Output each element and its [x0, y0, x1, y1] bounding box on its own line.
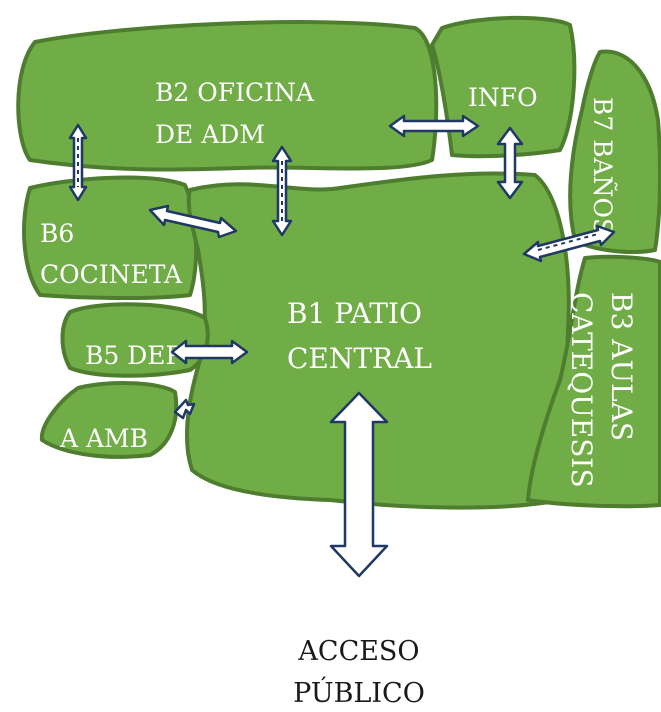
arrow-b2-b6	[68, 123, 88, 202]
arrow-b2-b1	[271, 145, 293, 237]
block-b7-banos	[568, 49, 661, 254]
b6-label-line1: B6	[40, 219, 74, 248]
b3-label-line1: B3 AULAS	[605, 292, 638, 441]
access-label-line1: ACCESO	[297, 636, 419, 667]
info-label: INFO	[468, 83, 538, 112]
access-label-line2: PÚBLICO	[293, 675, 425, 709]
arrow-access-b1	[329, 391, 389, 578]
b1-label-line1: B1 PATIO	[287, 297, 422, 330]
b2-label-line2: DE ADM	[155, 120, 265, 149]
b2-label-line1: B2 OFICINA	[155, 78, 315, 107]
arrow-b6-b1	[148, 204, 238, 239]
b1-label-line2: CENTRAL	[287, 342, 432, 375]
block-b1-patio-central	[184, 171, 571, 510]
block-b3-aulas-catequesis	[526, 254, 661, 509]
b7-label: B7 BAÑOS	[588, 97, 618, 235]
block-b4-amb	[39, 381, 179, 459]
block-b6-cocineta	[22, 175, 199, 301]
block-b2-oficina-adm	[16, 20, 439, 172]
arrow-b4-b1	[173, 398, 196, 420]
b5-label: B5 DEP	[85, 341, 182, 370]
b4-label: A AMB	[59, 424, 148, 453]
arrow-b2-info	[388, 114, 480, 138]
arrow-b1-b7	[522, 224, 616, 263]
b6-label-line2: COCINETA	[40, 260, 183, 289]
b3-label-line2: CATEQUESIS	[565, 292, 598, 488]
block-b5-dep	[60, 302, 210, 378]
arrow-info-b1	[496, 126, 524, 200]
arrow-b5-b1	[170, 339, 249, 365]
